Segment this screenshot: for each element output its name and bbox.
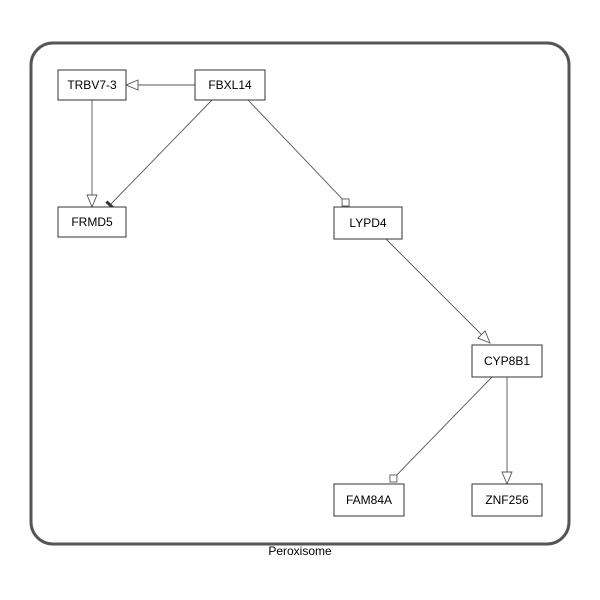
compartment-peroxisome bbox=[29, 41, 571, 546]
node-box bbox=[471, 344, 543, 378]
edge-fbxl14-to-lypd4 bbox=[247, 99, 350, 207]
node-box bbox=[471, 483, 543, 517]
edge-fbxl14-to-frmd5 bbox=[105, 99, 213, 210]
node-box bbox=[57, 206, 127, 238]
node-label: FRMD5 bbox=[71, 215, 113, 229]
node-lypd4[interactable]: LYPD4 bbox=[333, 206, 403, 240]
arrowhead-triangle bbox=[86, 194, 98, 209]
node-znf256[interactable]: ZNF256 bbox=[471, 483, 543, 517]
node-frmd5[interactable]: FRMD5 bbox=[57, 206, 127, 238]
node-box bbox=[333, 206, 403, 240]
node-fbxl14[interactable]: FBXL14 bbox=[194, 69, 266, 101]
node-box bbox=[194, 69, 266, 101]
arrowhead-triangle bbox=[124, 79, 139, 91]
arrowhead-square bbox=[389, 474, 398, 483]
edge-trbv7-3-to-frmd5 bbox=[86, 100, 98, 209]
node-box bbox=[57, 69, 127, 101]
node-box bbox=[333, 483, 405, 517]
edge-cyp8b1-to-znf256 bbox=[501, 377, 513, 486]
node-trbv7-3[interactable]: TRBV7-3 bbox=[57, 69, 127, 101]
edge-cyp8b1-to-fam84a bbox=[389, 376, 493, 483]
arrowhead-square bbox=[341, 198, 350, 207]
node-label: CYP8B1 bbox=[484, 354, 530, 368]
node-label: FAM84A bbox=[346, 493, 392, 507]
edges-layer bbox=[86, 79, 513, 486]
edge-lypd4-to-cyp8b1 bbox=[385, 238, 491, 344]
node-label: LYPD4 bbox=[349, 216, 386, 230]
node-label: TRBV7-3 bbox=[67, 78, 117, 92]
edge-line bbox=[395, 376, 493, 477]
node-label: FBXL14 bbox=[208, 78, 252, 92]
node-label: ZNF256 bbox=[485, 493, 529, 507]
arrowhead-triangle bbox=[501, 471, 513, 486]
node-fam84a[interactable]: FAM84A bbox=[333, 483, 405, 517]
arrowhead-triangle bbox=[477, 330, 491, 344]
edge-line bbox=[109, 99, 213, 206]
edge-fbxl14-to-trbv7-3 bbox=[124, 79, 195, 91]
node-cyp8b1[interactable]: CYP8B1 bbox=[471, 344, 543, 378]
compartment-label: Peroxisome bbox=[268, 544, 332, 558]
edge-line bbox=[247, 99, 344, 201]
edge-line bbox=[385, 238, 482, 335]
